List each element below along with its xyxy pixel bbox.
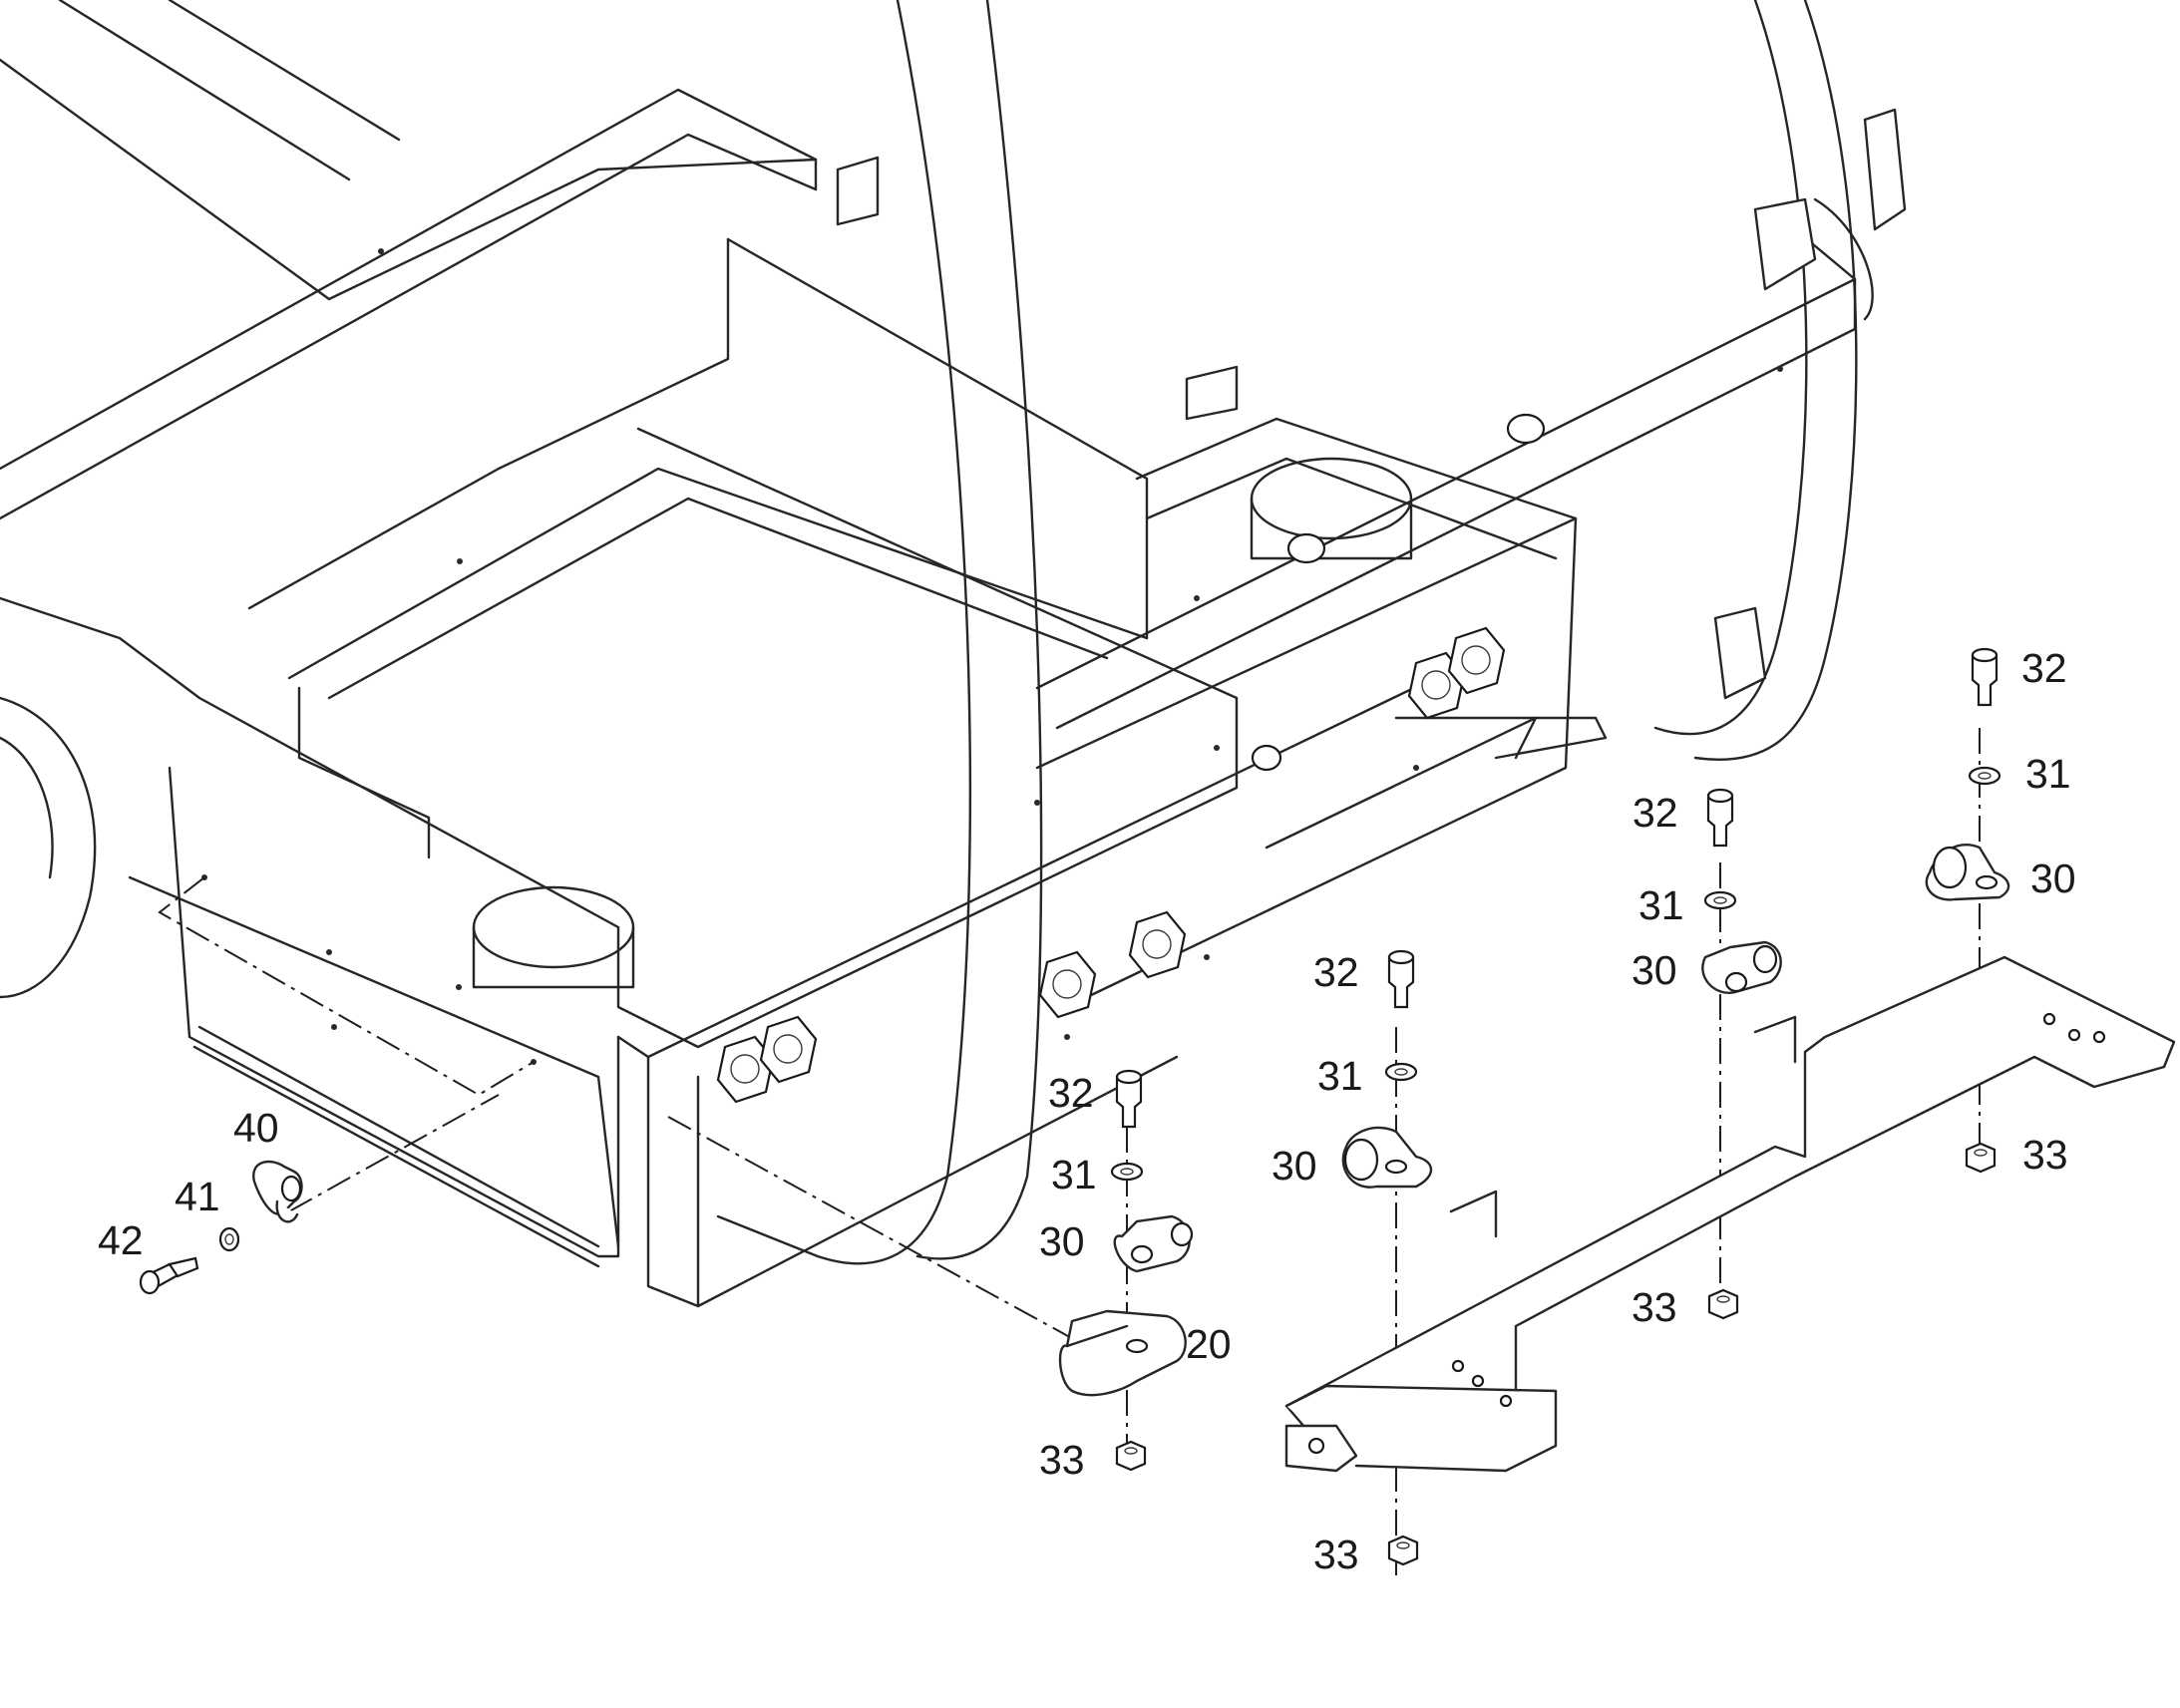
frame-bolt-heads: [716, 413, 1546, 1104]
cable-clamp-part-30: [1925, 844, 2010, 901]
hex-bolt-head: [716, 1035, 775, 1104]
callout-33: 33: [2022, 1132, 2068, 1178]
callout-42: 42: [98, 1217, 144, 1263]
hex-bolt-head: [759, 1015, 818, 1084]
callout-41: 41: [175, 1174, 220, 1219]
hex-nut-part-33: [1387, 1535, 1419, 1566]
callout-30: 30: [1272, 1143, 1317, 1189]
chassis-frame: [0, 0, 1907, 1308]
callout-31: 31: [1638, 882, 1684, 928]
callout-40: 40: [233, 1105, 279, 1151]
cable-clamp-part-30: [1701, 940, 1782, 994]
assembly-axis-lines: [158, 728, 1981, 1575]
washer-part-31: [1384, 1062, 1418, 1082]
angle-bracket-part-20: [1058, 1309, 1187, 1397]
cap-screw-part-32: [1387, 949, 1415, 1009]
cap-screw-part-42: [139, 1256, 199, 1295]
hex-bolt-head: [1286, 532, 1326, 564]
callout-30: 30: [1632, 947, 1677, 993]
cap-screw-part-32: [1971, 647, 1998, 707]
hex-nut-part-33: [1965, 1142, 1997, 1174]
washer-part-41: [218, 1226, 240, 1252]
hex-bolt-head: [1038, 950, 1097, 1019]
washer-part-31: [1110, 1162, 1144, 1182]
callout-20: 20: [1186, 1321, 1232, 1367]
callout-32: 32: [1633, 790, 1678, 836]
callout-32: 32: [1048, 1070, 1094, 1116]
callout-33: 33: [1313, 1532, 1359, 1577]
hex-bolt-head: [1128, 910, 1187, 979]
hex-bolt-head: [1447, 626, 1506, 695]
callout-31: 31: [1051, 1152, 1097, 1197]
callout-32: 32: [2021, 645, 2067, 691]
callout-32: 32: [1313, 949, 1359, 995]
hex-bolt-head: [1506, 413, 1546, 445]
callout-33: 33: [1632, 1284, 1677, 1330]
cable-clamp-part-30: [1341, 1126, 1433, 1189]
hex-nut-part-33: [1707, 1288, 1739, 1320]
grommet-part-40: [252, 1160, 303, 1223]
callout-30: 30: [2030, 855, 2076, 901]
hex-nut-part-33: [1115, 1440, 1147, 1472]
long-mounting-bracket: [1284, 955, 2176, 1473]
callout-31: 31: [1317, 1053, 1363, 1099]
cap-screw-part-32: [1706, 788, 1734, 848]
cable-clamp-part-30: [1113, 1214, 1194, 1273]
callout-33: 33: [1039, 1437, 1085, 1483]
callout-30: 30: [1039, 1218, 1085, 1264]
washer-part-31: [1703, 890, 1737, 910]
hex-bolt-head: [1251, 744, 1282, 772]
cap-screw-part-32: [1115, 1069, 1143, 1129]
callout-labels: 20 30 31 32 33 30 31 32 33 30 31 32 33 3…: [98, 645, 2076, 1577]
callout-31: 31: [2025, 751, 2071, 797]
washer-part-31: [1968, 766, 2001, 786]
